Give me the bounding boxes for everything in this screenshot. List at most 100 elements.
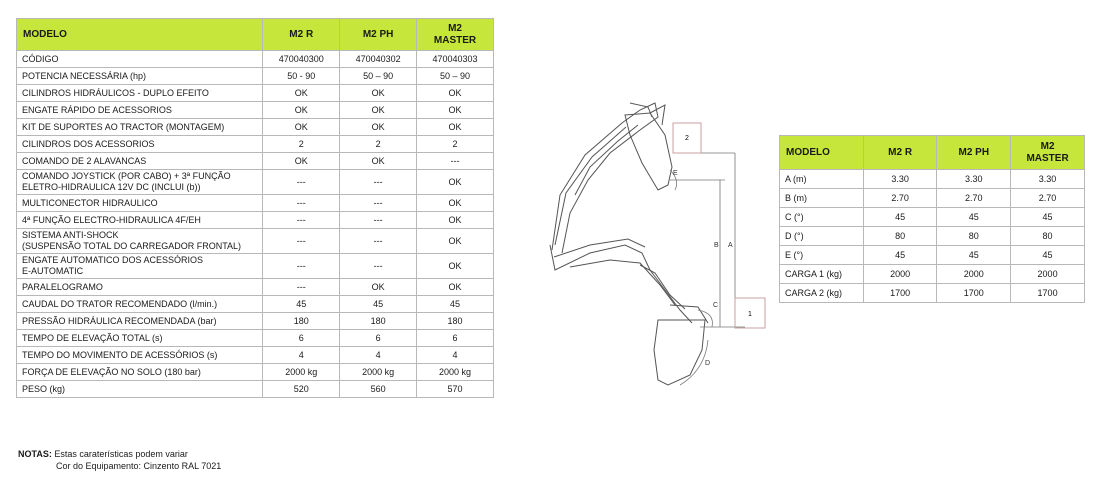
column-header: M2 R bbox=[862, 135, 938, 170]
cell-value: 2000 kg bbox=[416, 363, 494, 381]
table-row: 4ª FUNÇÃO ELECTRO-HIDRAULICA 4F/EH------… bbox=[15, 211, 494, 229]
cell-value: 2.70 bbox=[862, 188, 938, 208]
cell-value: 45 bbox=[936, 245, 1012, 265]
column-header: M2 MASTER bbox=[1010, 135, 1085, 170]
cell-value: --- bbox=[262, 278, 341, 296]
cell-value: --- bbox=[262, 253, 341, 279]
row-label: ENGATE RÁPIDO DE ACESSORIOS bbox=[15, 101, 264, 119]
column-header: M2 PH bbox=[339, 18, 418, 51]
cell-value: --- bbox=[339, 211, 418, 229]
cell-value: 2000 kg bbox=[262, 363, 341, 381]
cell-value: 3.30 bbox=[936, 169, 1012, 189]
cell-value: OK bbox=[262, 152, 341, 170]
cell-value: 470040303 bbox=[416, 50, 494, 68]
cell-value: --- bbox=[339, 253, 418, 279]
table-row: FORÇA DE ELEVAÇÃO NO SOLO (180 bar)2000 … bbox=[15, 363, 494, 381]
cell-value: 50 – 90 bbox=[416, 67, 494, 85]
row-label: COMANDO JOYSTICK (POR CABO) + 3ª FUNÇÃO … bbox=[15, 169, 264, 195]
cell-value: OK bbox=[339, 278, 418, 296]
table-row: MULTICONECTOR HIDRAULICO------OK bbox=[15, 194, 494, 212]
angle-label-c: C bbox=[713, 302, 718, 309]
row-label: CARGA 1 (kg) bbox=[779, 264, 864, 284]
cell-value: --- bbox=[262, 228, 341, 254]
cell-value: 470040300 bbox=[262, 50, 341, 68]
cell-value: 45 bbox=[1010, 245, 1085, 265]
cell-value: 50 - 90 bbox=[262, 67, 341, 85]
notes: NOTAS: Estas caraterísticas podem variar… bbox=[18, 448, 221, 472]
cell-value: 45 bbox=[262, 295, 341, 313]
row-label: FORÇA DE ELEVAÇÃO NO SOLO (180 bar) bbox=[15, 363, 264, 381]
cell-value: 1700 bbox=[1010, 283, 1085, 303]
cell-value: 45 bbox=[862, 245, 938, 265]
cell-value: 3.30 bbox=[1010, 169, 1085, 189]
row-label: COMANDO DE 2 ALAVANCAS bbox=[15, 152, 264, 170]
table-row: COMANDO JOYSTICK (POR CABO) + 3ª FUNÇÃO … bbox=[15, 169, 494, 195]
cell-value: OK bbox=[416, 118, 494, 136]
dimension-lines bbox=[669, 152, 745, 386]
table-row: ENGATE AUTOMATICO DOS ACESSÓRIOS E-AUTOM… bbox=[15, 253, 494, 279]
cell-value: 80 bbox=[1010, 226, 1085, 246]
cell-value: 570 bbox=[416, 380, 494, 398]
cell-value: 2.70 bbox=[1010, 188, 1085, 208]
cell-value: --- bbox=[339, 194, 418, 212]
box-2-label: 2 bbox=[685, 135, 689, 142]
row-label: CARGA 2 (kg) bbox=[779, 283, 864, 303]
row-label: D (°) bbox=[779, 226, 864, 246]
cell-value: 4 bbox=[416, 346, 494, 364]
column-header: M2 R bbox=[262, 18, 341, 51]
row-label: ENGATE AUTOMATICO DOS ACESSÓRIOS E-AUTOM… bbox=[15, 253, 264, 279]
row-label: KIT DE SUPORTES AO TRACTOR (MONTAGEM) bbox=[15, 118, 264, 136]
cell-value: OK bbox=[416, 169, 494, 195]
cell-value: 180 bbox=[339, 312, 418, 330]
row-label: PRESSÃO HIDRÁULICA RECOMENDADA (bar) bbox=[15, 312, 264, 330]
cell-value: --- bbox=[339, 228, 418, 254]
cell-value: OK bbox=[339, 118, 418, 136]
loader-dimensions-diagram: 2 1 B A C D E bbox=[549, 102, 766, 386]
row-label: TEMPO DE ELEVAÇÃO TOTAL (s) bbox=[15, 329, 264, 347]
cell-value: 4 bbox=[262, 346, 341, 364]
cell-value: 6 bbox=[339, 329, 418, 347]
cell-value: 2 bbox=[416, 135, 494, 153]
cell-value: OK bbox=[416, 253, 494, 279]
cell-value: 2.70 bbox=[936, 188, 1012, 208]
row-label: A (m) bbox=[779, 169, 864, 189]
loader-raised-drawing bbox=[551, 102, 673, 254]
column-header: M2 MASTER bbox=[416, 18, 494, 51]
cell-value: --- bbox=[262, 194, 341, 212]
cell-value: 180 bbox=[416, 312, 494, 330]
cell-value: 45 bbox=[862, 207, 938, 227]
cell-value: OK bbox=[416, 228, 494, 254]
cell-value: 2 bbox=[262, 135, 341, 153]
cell-value: 2000 bbox=[862, 264, 938, 284]
angle-label-d: D bbox=[705, 360, 710, 367]
cell-value: 4 bbox=[339, 346, 418, 364]
column-header: MODELO bbox=[779, 135, 864, 170]
cell-value: OK bbox=[262, 84, 341, 102]
cell-value: OK bbox=[416, 194, 494, 212]
cell-value: --- bbox=[416, 152, 494, 170]
row-label: CAUDAL DO TRATOR RECOMENDADO (l/min.) bbox=[15, 295, 264, 313]
row-label: MULTICONECTOR HIDRAULICO bbox=[15, 194, 264, 212]
cell-value: 520 bbox=[262, 380, 341, 398]
cell-value: 2 bbox=[339, 135, 418, 153]
row-label: CÓDIGO bbox=[15, 50, 264, 68]
cell-value: --- bbox=[339, 169, 418, 195]
cell-value: 3.30 bbox=[862, 169, 938, 189]
notes-title: NOTAS: bbox=[18, 449, 52, 459]
angle-label-e: E bbox=[673, 170, 678, 177]
cell-value: OK bbox=[416, 211, 494, 229]
box-1-label: 1 bbox=[748, 311, 752, 318]
cell-value: 45 bbox=[416, 295, 494, 313]
